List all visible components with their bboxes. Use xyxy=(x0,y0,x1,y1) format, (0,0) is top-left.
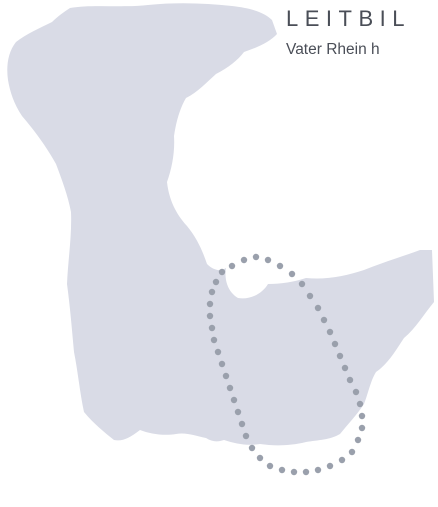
loop-dot xyxy=(248,444,256,452)
loop-dot xyxy=(222,372,230,380)
loop-dot xyxy=(298,280,306,288)
loop-dot xyxy=(352,388,360,396)
loop-dot xyxy=(314,304,322,312)
loop-dot xyxy=(338,456,346,464)
loop-dot xyxy=(256,454,264,462)
loop-dot xyxy=(208,288,216,296)
loop-dot xyxy=(210,336,218,344)
loop-dot xyxy=(228,262,236,270)
loop-dot xyxy=(238,420,246,428)
loop-dot xyxy=(206,300,214,308)
loop-dot xyxy=(218,360,226,368)
loop-dot xyxy=(230,396,238,404)
loop-dot xyxy=(306,292,314,300)
loop-dot xyxy=(314,466,322,474)
loop-dot xyxy=(320,316,328,324)
loop-dot xyxy=(326,328,334,336)
loop-dot xyxy=(326,462,334,470)
page-subtitle: Vater Rhein h xyxy=(286,41,380,58)
loop-dot xyxy=(206,312,214,320)
loop-dot xyxy=(212,278,220,286)
loop-dot xyxy=(356,400,364,408)
header: LEITBIL Vater Rhein h xyxy=(286,6,438,59)
loop-dot xyxy=(358,412,366,420)
loop-dot xyxy=(226,384,234,392)
loop-dot xyxy=(234,408,242,416)
loop-dot xyxy=(214,348,222,356)
loop-dot xyxy=(302,468,310,476)
loop-dot xyxy=(218,268,226,276)
loop-dot xyxy=(288,270,296,278)
region-shape xyxy=(7,3,435,446)
loop-dot xyxy=(252,253,260,261)
loop-dot xyxy=(346,376,354,384)
highlight-dotted-loop xyxy=(206,253,366,476)
loop-dot xyxy=(358,424,366,432)
loop-dot xyxy=(266,462,274,470)
loop-dot xyxy=(276,262,284,270)
loop-dot xyxy=(331,340,339,348)
loop-dot xyxy=(208,324,216,332)
loop-dot xyxy=(264,256,272,264)
loop-dot xyxy=(336,352,344,360)
loop-dot xyxy=(242,432,250,440)
page-title: LEITBIL xyxy=(286,6,411,31)
loop-dot xyxy=(354,436,362,444)
loop-dot xyxy=(348,448,356,456)
loop-dot xyxy=(278,466,286,474)
loop-dot xyxy=(240,256,248,264)
loop-dot xyxy=(341,364,349,372)
loop-dot xyxy=(290,468,298,476)
